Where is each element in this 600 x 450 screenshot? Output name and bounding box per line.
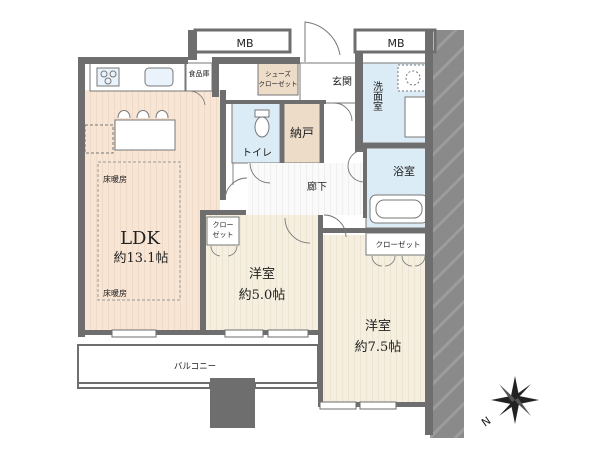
room1-name: 洋室 — [249, 266, 275, 282]
balcony-rail-right — [254, 382, 319, 389]
entrance-label: 玄関 — [332, 75, 352, 88]
door-swings — [224, 102, 365, 244]
mb-right-label: MB — [387, 37, 404, 50]
toilet-icon — [254, 116, 270, 138]
balcony — [77, 344, 319, 384]
balcony-pillar — [210, 378, 255, 428]
room1-size: 約5.0帖 — [239, 288, 286, 303]
balcony-rail-left — [77, 382, 211, 389]
washroom-label: 洗面室 — [371, 81, 383, 111]
western-room-2 — [322, 235, 430, 405]
hallway — [248, 163, 364, 215]
ldk-size: 約13.1帖 — [114, 251, 169, 266]
stove-icon — [96, 67, 120, 87]
sink-icon — [144, 67, 174, 87]
floor-heating-bottom-label: 床暖房 — [103, 288, 127, 298]
ldk-name: LDK — [120, 228, 160, 249]
storage-label: 納戸 — [290, 126, 314, 140]
washing-machine-icon — [397, 64, 429, 92]
hallway-label: 廊下 — [307, 180, 327, 193]
shoe-closet-line1: シューズ — [265, 69, 291, 78]
kitchen-island — [84, 110, 176, 154]
room2-size: 約7.5帖 — [355, 340, 402, 355]
toilet-label: トイレ — [242, 148, 272, 159]
entrance-door-frame — [300, 20, 340, 65]
bathroom-label: 浴室 — [393, 164, 415, 178]
floor-heating-top-label: 床暖房 — [103, 174, 127, 184]
mb-left-label: MB — [236, 37, 253, 50]
mb-left: MB — [188, 28, 292, 60]
balcony-label: バルコニー — [174, 362, 216, 372]
entrance-floor — [299, 62, 361, 104]
closet-small — [206, 216, 240, 246]
entrance-door-swing — [304, 21, 341, 62]
windows — [111, 329, 397, 410]
shoe-closet — [257, 62, 299, 96]
room2-name: 洋室 — [365, 318, 391, 334]
exterior-wall-right — [430, 30, 464, 438]
floor-heating-area — [97, 161, 181, 301]
closet-small-line1: クロー — [213, 221, 234, 229]
mb-right: MB — [353, 28, 437, 54]
pantry-label: 食品庫 — [189, 69, 210, 78]
compass-icon — [491, 376, 539, 424]
shoe-closet-line2: クローゼット — [259, 79, 298, 88]
closet-small-line2: ゼット — [213, 230, 234, 239]
vanity-icon — [404, 96, 428, 138]
north-label: N — [479, 414, 493, 429]
closet-right-label: クローゼット — [376, 239, 421, 249]
bathtub-icon — [369, 194, 429, 224]
